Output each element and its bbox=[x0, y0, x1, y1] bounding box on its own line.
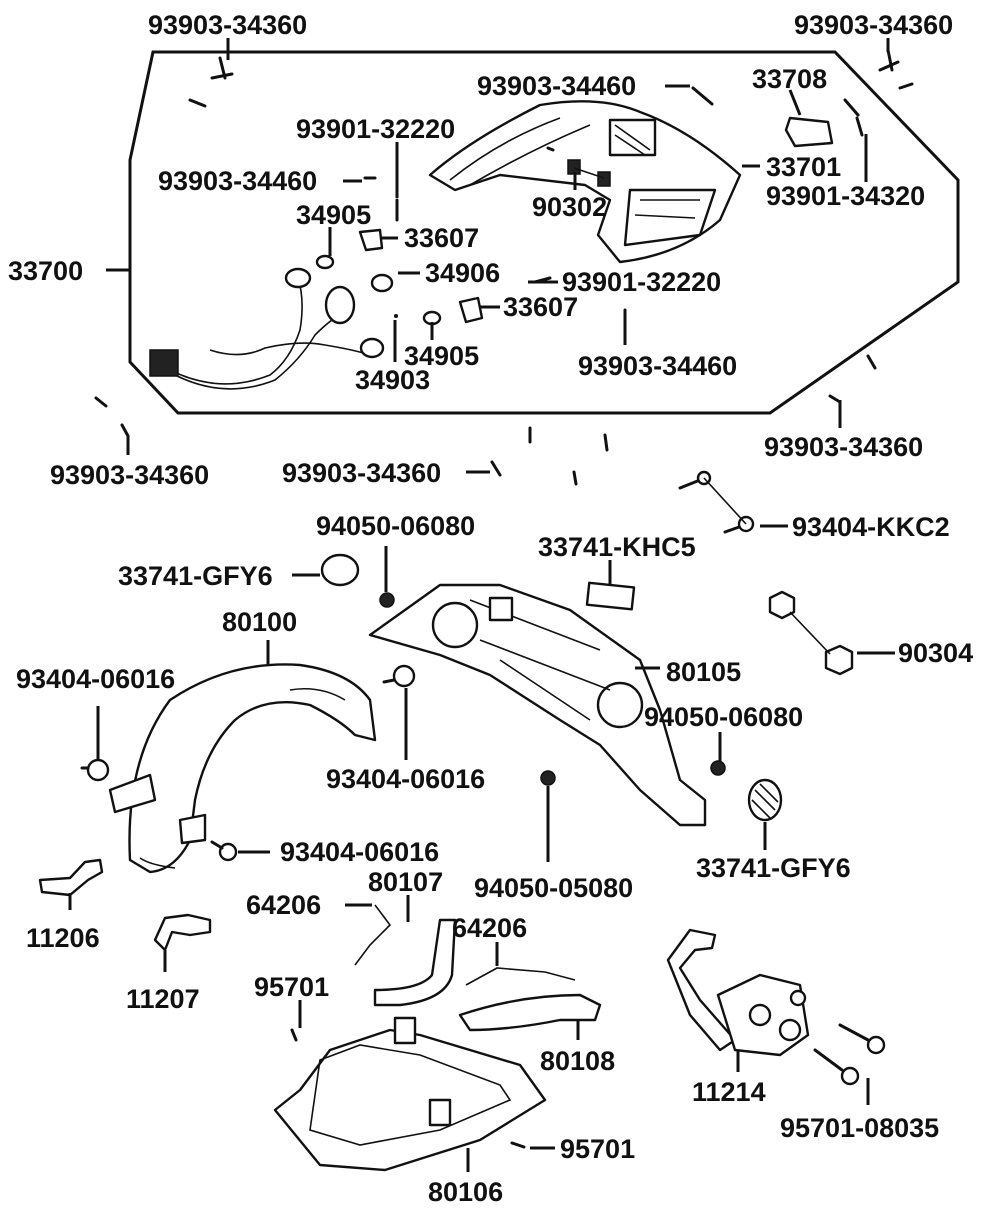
label-34903: 34903 bbox=[355, 365, 430, 395]
label-33701: 33701 bbox=[766, 152, 841, 182]
label-11207: 11207 bbox=[126, 984, 200, 1014]
label-80108: 80108 bbox=[540, 1046, 615, 1076]
label-64206-right: 64206 bbox=[452, 913, 527, 943]
label-33607-upper: 33607 bbox=[404, 223, 479, 253]
label-94050-05080: 94050-05080 bbox=[474, 873, 633, 903]
label-94050-06080-upper: 94050-06080 bbox=[316, 511, 475, 541]
label-93903-34460-top: 93903-34460 bbox=[477, 71, 636, 101]
bracket-11207-drawing bbox=[153, 913, 212, 952]
bulbs-drawing bbox=[358, 228, 484, 326]
label-33700: 33700 bbox=[8, 256, 83, 286]
screw-95701-a-drawing bbox=[290, 1028, 298, 1042]
label-93901-32220-lower: 93901-32220 bbox=[562, 267, 721, 297]
label-93404-06016-lower: 93404-06016 bbox=[280, 837, 439, 867]
bracket-80105-drawing bbox=[368, 583, 707, 827]
label-80106: 80106 bbox=[428, 1177, 503, 1207]
label-33741-gfy6-lower: 33741-GFY6 bbox=[696, 853, 851, 883]
nuts-94050-drawing bbox=[379, 592, 726, 786]
label-93404-06016-left: 93404-06016 bbox=[16, 664, 175, 694]
reflector-33708-drawing bbox=[784, 116, 834, 148]
label-90304: 90304 bbox=[898, 638, 973, 668]
taillight-housing-drawing bbox=[428, 100, 742, 264]
label-64206-left: 64206 bbox=[246, 890, 321, 920]
label-33708: 33708 bbox=[752, 64, 827, 94]
plate-80107-drawing bbox=[373, 918, 457, 1007]
screws-box-drawing bbox=[363, 86, 864, 330]
screws-outside-drawing bbox=[94, 48, 914, 486]
label-95701-upper: 95701 bbox=[254, 972, 329, 1002]
spring-64206-left-drawing bbox=[354, 904, 392, 966]
spring-64206-right-drawing bbox=[465, 967, 576, 986]
label-34905-upper: 34905 bbox=[296, 200, 371, 230]
label-11214: 11214 bbox=[692, 1077, 766, 1107]
taillight-assembly-outline bbox=[128, 50, 960, 415]
label-93901-34320: 93901-34320 bbox=[766, 181, 925, 211]
label-93903-34460-lower: 93903-34460 bbox=[578, 351, 737, 381]
label-93903-34360-left: 93903-34360 bbox=[50, 460, 209, 490]
label-94050-06080-lower: 94050-06080 bbox=[644, 702, 803, 732]
label-80105: 80105 bbox=[666, 657, 741, 687]
label-93903-34460-left: 93903-34460 bbox=[158, 166, 317, 196]
label-95701-08035: 95701-08035 bbox=[780, 1113, 939, 1143]
bracket-11206-drawing bbox=[38, 858, 104, 897]
clip-90302-drawing bbox=[567, 159, 611, 187]
label-80107: 80107 bbox=[368, 867, 443, 897]
plate-33741-khc5-drawing bbox=[585, 581, 636, 611]
label-93903-34360-top-right: 93903-34360 bbox=[794, 10, 953, 40]
part-labels: 93903-34360 93903-34360 93903-34460 3370… bbox=[8, 10, 973, 1207]
label-93903-34360-top-left: 93903-34360 bbox=[148, 10, 307, 40]
leader-lines bbox=[68, 38, 895, 1172]
label-90302: 90302 bbox=[532, 192, 607, 222]
label-93903-34360-right: 93903-34360 bbox=[764, 432, 923, 462]
label-34906: 34906 bbox=[425, 258, 500, 288]
screw-95701-b-drawing bbox=[510, 1141, 526, 1149]
wiring-harness-drawing bbox=[149, 254, 385, 390]
bolt-95701-08035-drawing bbox=[813, 1023, 886, 1086]
label-93901-32220-upper: 93901-32220 bbox=[296, 114, 455, 144]
label-33741-khc5: 33741-KHC5 bbox=[538, 532, 696, 562]
label-93903-34360-center: 93903-34360 bbox=[282, 458, 441, 488]
bolts-93404-06016-drawing bbox=[80, 664, 416, 862]
plate-80108-drawing bbox=[458, 993, 602, 1032]
label-93404-06016-middle: 93404-06016 bbox=[326, 764, 485, 794]
label-80100: 80100 bbox=[222, 607, 297, 637]
label-33607-lower: 33607 bbox=[503, 292, 578, 322]
label-95701-lower: 95701 bbox=[560, 1134, 635, 1164]
label-34905-lower: 34905 bbox=[404, 341, 479, 371]
round-reflector-drawing bbox=[320, 553, 783, 822]
fender-80100-drawing bbox=[108, 663, 377, 874]
label-11206: 11206 bbox=[26, 923, 100, 953]
label-93404-kkc2: 93404-KKC2 bbox=[792, 512, 950, 542]
bracket-11214-drawing bbox=[666, 928, 810, 1057]
label-33741-gfy6-upper: 33741-GFY6 bbox=[118, 561, 273, 591]
bolt-93404-kkc2-drawing bbox=[678, 470, 755, 534]
undertray-80106-drawing bbox=[273, 1016, 547, 1172]
nut-90304-drawing bbox=[768, 590, 854, 676]
